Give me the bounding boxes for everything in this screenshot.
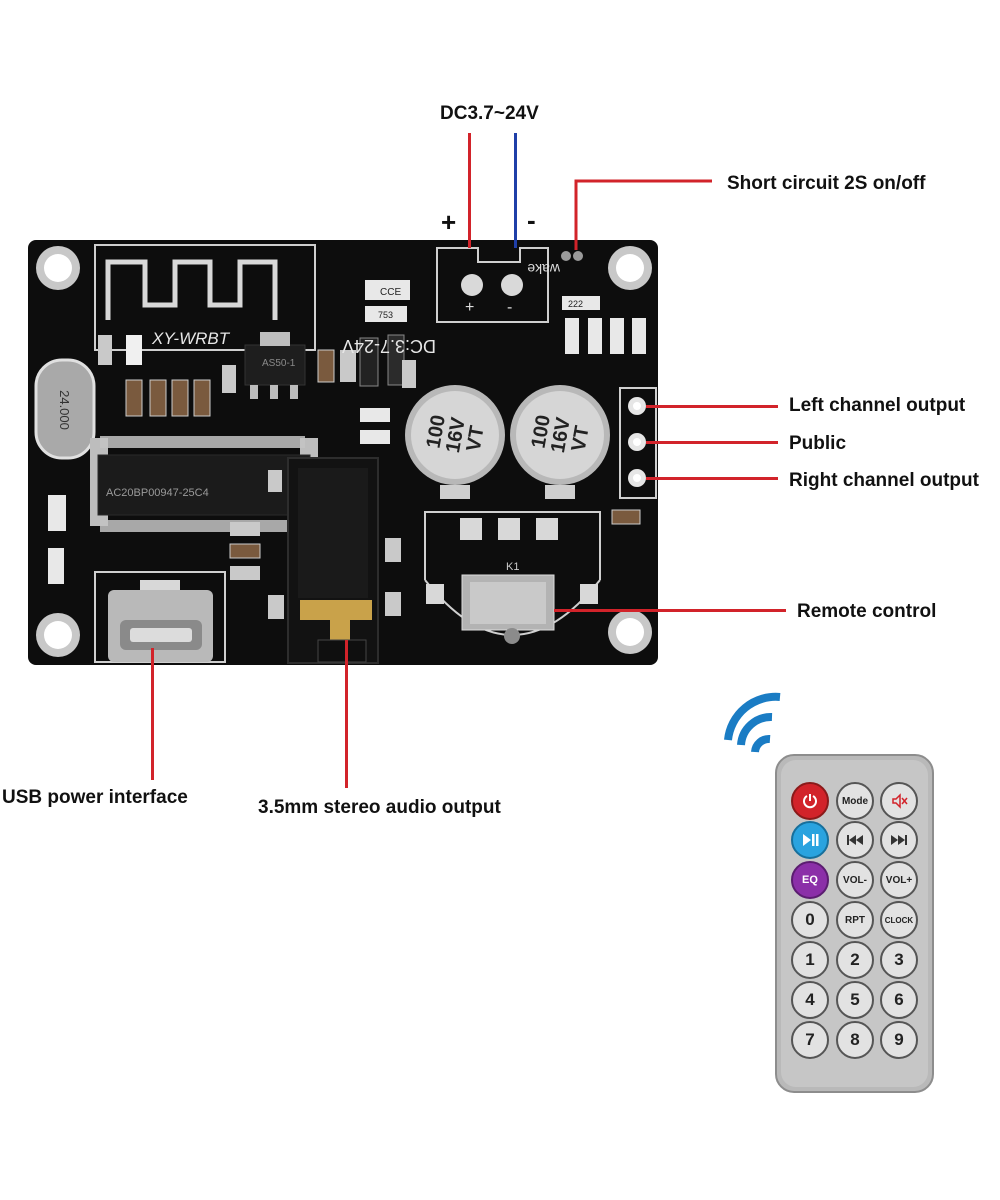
wake-pads xyxy=(561,251,583,261)
usb-port xyxy=(94,571,226,663)
smd-label-222: 222 xyxy=(568,299,583,309)
capacitor-right: 100 16V VT xyxy=(510,385,610,499)
smd-label-cce: CCE xyxy=(380,287,401,298)
mode-button[interactable]: Mode xyxy=(836,782,874,820)
play-pause-button[interactable] xyxy=(791,821,829,859)
antenna-trace xyxy=(94,244,316,351)
antenna-label: XY-WRBT xyxy=(151,329,231,348)
capacitor-left: 100 16V VT xyxy=(405,385,505,499)
terminal-minus-print: - xyxy=(507,299,512,316)
previous-icon xyxy=(847,835,863,845)
digit-8-button[interactable]: 8 xyxy=(836,1021,874,1059)
usb-power-label: USB power interface xyxy=(2,787,188,808)
left-channel-label: Left channel output xyxy=(789,395,966,416)
audio-jack-3-5mm xyxy=(287,457,379,664)
play-pause-icon xyxy=(803,834,819,846)
power-input-label: DC3.7~24V xyxy=(440,103,539,124)
power-terminal-block xyxy=(436,247,549,323)
svg-text:AS50-1: AS50-1 xyxy=(262,358,296,369)
svg-text:VT: VT xyxy=(463,424,489,453)
smd-components xyxy=(48,280,646,619)
dc-voltage-print: DC:3.7-24V xyxy=(342,336,436,356)
public-leader xyxy=(646,441,778,444)
clock-button[interactable]: CLOCK xyxy=(880,901,918,939)
pcb xyxy=(28,240,658,665)
public-label: Public xyxy=(789,433,847,454)
digit-2-button[interactable]: 2 xyxy=(836,941,874,979)
right-channel-label: Right channel output xyxy=(789,470,979,491)
ir-receiver xyxy=(424,511,601,644)
svg-text:VT: VT xyxy=(568,424,594,453)
digit-7-button[interactable]: 7 xyxy=(791,1021,829,1059)
mounting-hole-br xyxy=(608,610,652,654)
digit-3-button[interactable]: 3 xyxy=(880,941,918,979)
remote-control-label: Remote control xyxy=(797,601,937,622)
mounting-hole-tl xyxy=(36,246,80,290)
power-icon xyxy=(803,794,817,809)
wake-label: Short circuit 2S on/off xyxy=(727,173,926,194)
audio-output-label: 3.5mm stereo audio output xyxy=(258,797,501,818)
volume-down-button[interactable]: VOL- xyxy=(836,861,874,899)
ir-k1-label: K1 xyxy=(506,561,519,573)
voltage-regulator: AS50-1 xyxy=(244,332,306,399)
minus-polarity-label: - xyxy=(527,205,536,235)
usb-leader xyxy=(151,648,154,780)
terminal-plus-print: + xyxy=(465,299,474,316)
svg-text:24.000: 24.000 xyxy=(57,390,72,430)
mounting-hole-tr xyxy=(608,246,652,290)
remote-leader xyxy=(554,609,786,612)
plus-polarity-label: + xyxy=(441,207,457,237)
power-button[interactable] xyxy=(791,782,829,820)
mute-icon xyxy=(892,793,908,809)
digit-4-button[interactable]: 4 xyxy=(791,981,829,1019)
previous-button[interactable] xyxy=(836,821,874,859)
digit-9-button[interactable]: 9 xyxy=(880,1021,918,1059)
crystal-oscillator: 24.000 xyxy=(34,358,96,460)
wake-print: wake xyxy=(527,261,561,277)
right-channel-leader xyxy=(646,477,778,480)
smd-label-753: 753 xyxy=(378,310,393,320)
wake-leader-line xyxy=(574,179,712,250)
digit-5-button[interactable]: 5 xyxy=(836,981,874,1019)
next-icon xyxy=(891,835,907,845)
digit-6-button[interactable]: 6 xyxy=(880,981,918,1019)
audio-leader xyxy=(345,640,348,788)
next-button[interactable] xyxy=(880,821,918,859)
mounting-hole-bl xyxy=(36,613,80,657)
mute-button[interactable] xyxy=(880,782,918,820)
svg-text:AC20BP00947-25C4: AC20BP00947-25C4 xyxy=(106,487,209,499)
minus-wire xyxy=(514,133,517,248)
repeat-button[interactable]: RPT xyxy=(836,901,874,939)
zero-button[interactable]: 0 xyxy=(791,901,829,939)
volume-up-button[interactable]: VOL+ xyxy=(880,861,918,899)
left-channel-leader xyxy=(646,405,778,408)
eq-button[interactable]: EQ xyxy=(791,861,829,899)
plus-wire xyxy=(468,133,471,248)
digit-1-button[interactable]: 1 xyxy=(791,941,829,979)
